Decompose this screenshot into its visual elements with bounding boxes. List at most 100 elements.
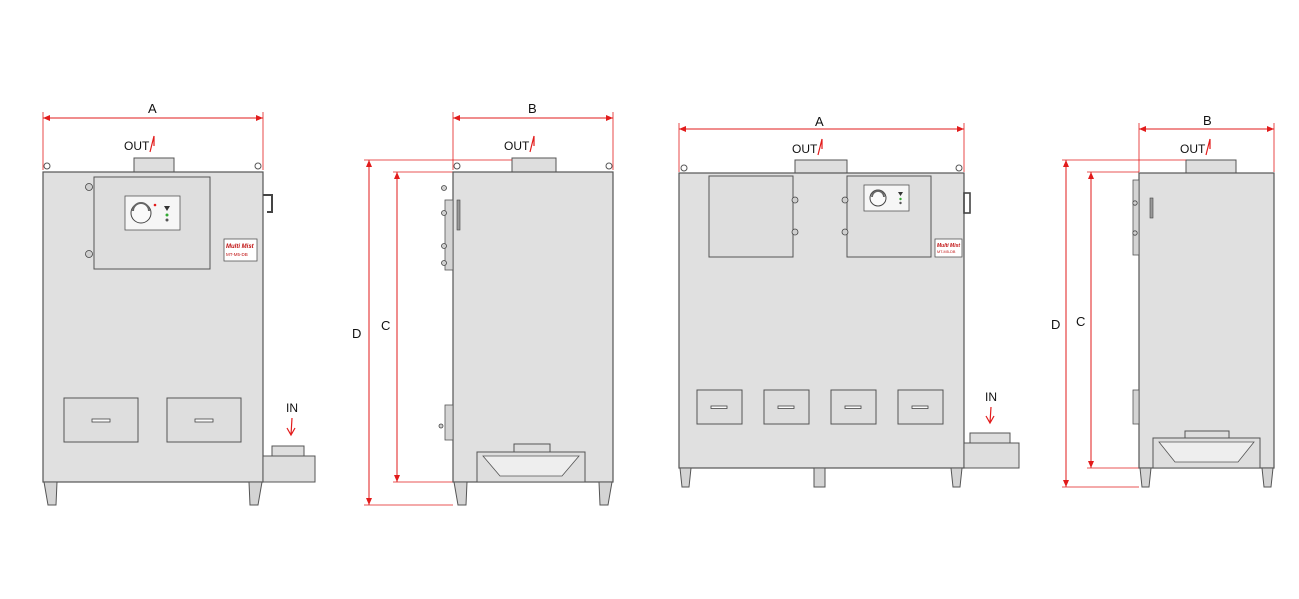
leg-3-2	[813, 467, 826, 488]
dim-a2-arrow-right	[957, 126, 964, 132]
drawer-pull-2	[777, 405, 795, 409]
side-handle	[456, 199, 461, 231]
lifting-eye-right-2	[605, 162, 613, 170]
dim-c-label: C	[381, 318, 390, 333]
view-4-side-wide: B OUT D C	[1051, 113, 1275, 488]
drawer-pull-left	[91, 418, 111, 423]
dim-a-label: A	[148, 101, 157, 116]
leg-4-right	[1261, 467, 1274, 488]
dim-b-label: B	[528, 101, 537, 116]
indicator-lamp-icon-3	[898, 192, 903, 196]
gauge-arc	[132, 202, 150, 212]
dim-d-arrow-bottom	[366, 498, 372, 505]
drawer-pull-3	[844, 405, 862, 409]
dim-c2-label: C	[1076, 314, 1085, 329]
dim-d-arrow-top	[366, 160, 372, 167]
dim-c-arrow-bottom	[394, 475, 400, 482]
dim-a2-label: A	[815, 114, 824, 129]
side-bolt-2	[441, 210, 447, 216]
inlet-top-2	[513, 443, 551, 453]
lifting-eye-right	[254, 162, 262, 170]
dim-d-label: D	[352, 326, 361, 341]
leg-4-left	[1139, 467, 1152, 488]
dim-c-arrow-top	[394, 172, 400, 179]
out-label-4: OUT	[1180, 142, 1206, 156]
dim-a-arrow-left	[43, 115, 50, 121]
side-bolt-4-2	[1132, 230, 1138, 236]
door-bolt-r1	[841, 196, 849, 204]
outlet-duct-4	[1185, 159, 1237, 174]
dim-c2-arrow-bottom	[1088, 461, 1094, 468]
outlet-duct-2	[511, 157, 557, 173]
dim-a-arrow-right	[256, 115, 263, 121]
view-1-front: A OUT Multi Mist MT-M5-DB	[42, 101, 316, 506]
leg-left	[43, 481, 58, 506]
inlet-top-3	[969, 432, 1011, 444]
indicator-dark	[165, 218, 169, 222]
side-bolt-3	[441, 243, 447, 249]
side-bolt-4-1	[1132, 200, 1138, 206]
indicator-green	[165, 213, 169, 217]
brand-badge	[223, 238, 258, 262]
indicator-red	[153, 203, 157, 207]
drawer-edge	[444, 404, 454, 441]
lifting-eye-right-3	[955, 164, 963, 172]
door-bolt-r2	[841, 228, 849, 236]
out-arrow	[149, 135, 155, 153]
badge-brand-3: Multi Mist	[937, 243, 960, 249]
side-handle-4	[1149, 197, 1154, 219]
dim-d2-label: D	[1051, 317, 1060, 332]
dim-d2-arrow-top	[1063, 160, 1069, 167]
view-3-front-wide: A OUT Multi Mist MT-M5-DB	[678, 114, 1020, 488]
cabinet-side	[452, 171, 614, 483]
drawer-edge-4	[1132, 389, 1140, 425]
drawer-pull-1	[710, 405, 728, 409]
brand-badge-3	[934, 238, 963, 258]
in-label: IN	[286, 401, 298, 415]
leg-right-2	[598, 481, 613, 506]
out-label: OUT	[124, 139, 150, 153]
dim-b2-arrow-right	[1267, 126, 1274, 132]
door-bolt-l1	[791, 196, 799, 204]
door-edge-4	[1132, 179, 1140, 256]
out-arrow-3	[817, 138, 823, 156]
hinge-bolt-top	[85, 183, 93, 191]
inlet-hood-3	[963, 442, 1020, 469]
inlet-top	[271, 445, 305, 457]
hinge-bolt-bottom	[85, 250, 93, 258]
dim-c2-arrow-top	[1088, 172, 1094, 179]
drawer-pull-right	[194, 418, 214, 423]
dim-b-arrow-left	[453, 115, 460, 121]
dim-d2-arrow-bottom	[1063, 480, 1069, 487]
access-door-left	[708, 175, 794, 258]
cabinet-side-wide	[1138, 172, 1275, 469]
lifting-eye-left-2	[453, 162, 461, 170]
inlet-hood	[262, 455, 316, 483]
view-2-side: B OUT D C	[352, 101, 614, 506]
leg-3-3	[950, 467, 963, 488]
inlet-funnel-4	[1158, 441, 1255, 463]
dim-a2-arrow-left	[679, 126, 686, 132]
outlet-duct	[133, 157, 175, 173]
inlet-funnel	[482, 455, 580, 477]
lifting-eye-left-3	[680, 164, 688, 172]
badge-brand: Multi Mist	[226, 244, 255, 250]
outlet-duct-3	[794, 159, 848, 174]
indicator-dark-3	[899, 201, 902, 205]
drawer-pull-4	[911, 405, 929, 409]
dim-b2-arrow-left	[1139, 126, 1146, 132]
leg-right	[248, 481, 263, 506]
in-arrow-3	[985, 406, 995, 425]
dim-b-arrow-right	[606, 115, 613, 121]
leg-3-1	[679, 467, 692, 488]
door-edge	[444, 199, 454, 271]
badge-model: MT-M5-DB	[226, 252, 248, 257]
door-handle-3	[963, 192, 971, 214]
dim-b2-label: B	[1203, 113, 1212, 128]
filter-drawer-3	[830, 389, 877, 425]
out-arrow-4	[1205, 138, 1211, 156]
side-bolt-4	[441, 260, 447, 266]
indicator-lamp-icon	[164, 206, 170, 211]
out-label-3: OUT	[792, 142, 818, 156]
